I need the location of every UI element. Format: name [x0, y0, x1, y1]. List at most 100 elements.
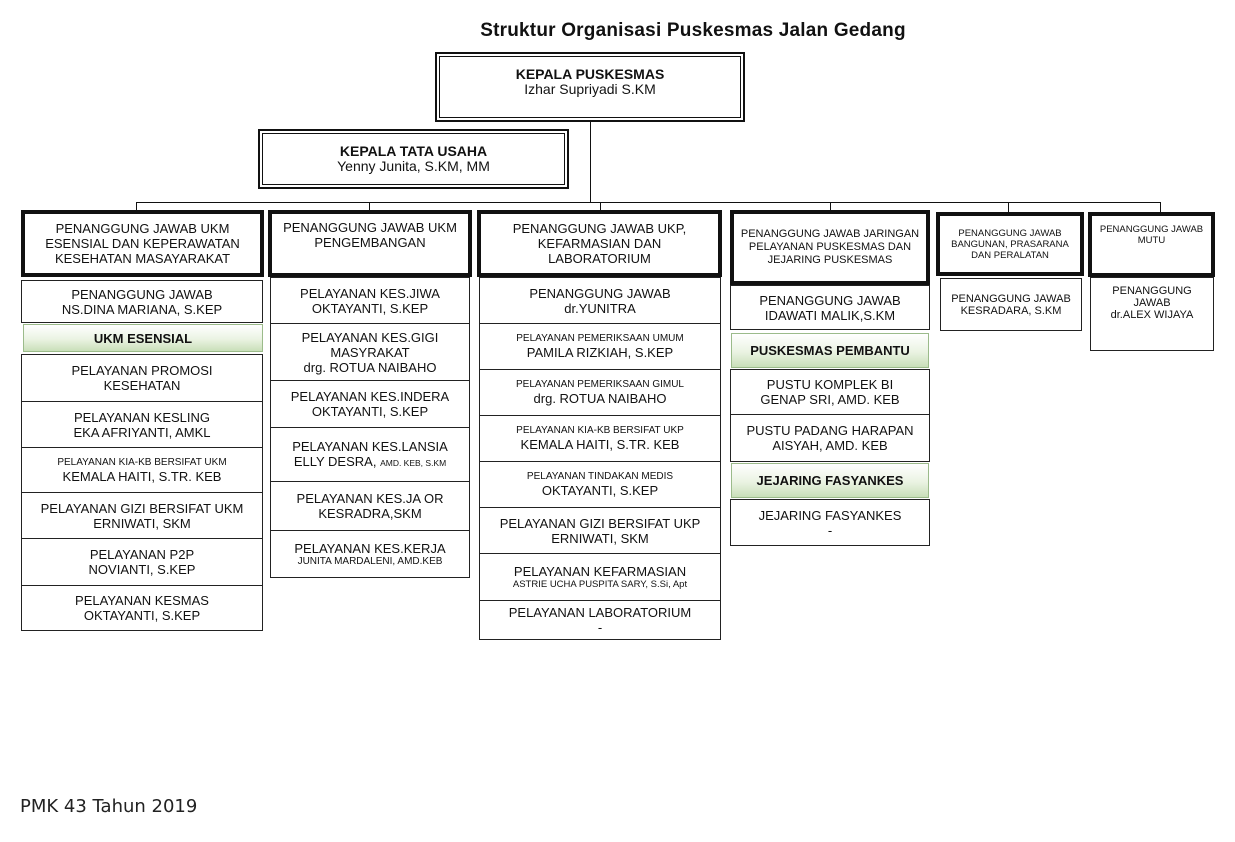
col5-header: PENANGGUNG JAWAB BANGUNAN, PRASARANA DAN…: [936, 212, 1084, 276]
col1-item-name: KESEHATAN: [103, 378, 181, 393]
col3-pj: PENANGGUNG JAWAB dr.YUNITRA: [479, 277, 721, 324]
col4-header: PENANGGUNG JAWAB JARINGAN PELAYANAN PUSK…: [730, 210, 930, 285]
col4-pj-name: IDAWATI MALIK,S.KM: [764, 307, 896, 323]
col1-item-title: PELAYANAN PROMOSI: [71, 363, 213, 378]
col1-section-label: UKM ESENSIAL: [93, 330, 193, 346]
connector-col1: [136, 202, 137, 210]
col4-section1-label: PUSKESMAS PEMBANTU: [750, 343, 910, 358]
col3-item-title: PELAYANAN LABORATORIUM: [508, 605, 692, 620]
col3-item-name: PAMILA RIZKIAH, S.KEP: [526, 345, 674, 360]
col3-item-title: PELAYANAN PEMERIKSAAN UMUM: [516, 333, 684, 344]
col1-item-title: PELAYANAN KIA-KB BERSIFAT UKM: [57, 456, 227, 468]
col2-item-name: KESRADRA,SKM: [318, 506, 422, 521]
col4-pustu-title: PUSTU KOMPLEK BI: [766, 377, 894, 392]
col3-pj-name: dr.YUNITRA: [564, 300, 636, 316]
col3-item-name: OKTAYANTI, S.KEP: [541, 483, 659, 498]
col3-item: PELAYANAN TINDAKAN MEDIS OKTAYANTI, S.KE…: [479, 461, 721, 508]
col2-item-title: PELAYANAN KES.KERJA: [294, 540, 446, 556]
connector-col4: [830, 202, 831, 210]
col2-header: PENANGGUNG JAWAB UKM PENGEMBANGAN: [268, 210, 472, 277]
admin-box: KEPALA TATA USAHA Yenny Junita, S.KM, MM: [258, 129, 569, 189]
col2-item: PELAYANAN KES.LANSIA ELLY DESRA, AMD. KE…: [270, 427, 470, 482]
col2-item: PELAYANAN KES.JIWA OKTAYANTI, S.KEP: [270, 277, 470, 324]
col2-item-name: OKTAYANTI, S.KEP: [311, 300, 429, 316]
col3-item: PELAYANAN PEMERIKSAAN UMUM PAMILA RIZKIA…: [479, 323, 721, 370]
col5-pj-title: PENANGGUNG JAWAB: [951, 292, 1071, 305]
head-name: Izhar Supriyadi S.KM: [524, 81, 656, 97]
col2-item: PELAYANAN KES.INDERA OKTAYANTI, S.KEP: [270, 380, 470, 428]
col2-item-title: PELAYANAN KES.JIWA: [300, 285, 440, 301]
col1-item-title: PELAYANAN KESMAS: [75, 593, 209, 608]
col1-section-ukm-esensial: UKM ESENSIAL: [23, 324, 263, 352]
col1-pj-title: PENANGGUNG JAWAB: [71, 286, 213, 302]
col4-pustu-name: AISYAH, AMD. KEB: [772, 438, 888, 453]
footer-text: PMK 43 Tahun 2019: [20, 796, 198, 817]
col4-jejaring-name: -: [827, 522, 833, 538]
connector-col3: [600, 202, 601, 210]
col1-item: PELAYANAN KESMAS OKTAYANTI, S.KEP: [21, 585, 263, 631]
col2-item-name: drg. ROTUA NAIBAHO: [303, 359, 437, 375]
col6-header: PENANGGUNG JAWAB MUTU: [1088, 212, 1215, 277]
col3-item: PELAYANAN KEFARMASIAN ASTRIE UCHA PUSPIT…: [479, 553, 721, 601]
col4-pustu: PUSTU PADANG HARAPAN AISYAH, AMD. KEB: [730, 414, 930, 462]
col3-item-title: PELAYANAN TINDAKAN MEDIS: [526, 471, 674, 482]
col1-item-name: OKTAYANTI, S.KEP: [83, 608, 201, 623]
col2-item-name: OKTAYANTI, S.KEP: [311, 404, 429, 419]
col1-item-name: EKA AFRIYANTI, AMKL: [73, 424, 211, 440]
col3-item-title: PELAYANAN KEFARMASIAN: [513, 564, 687, 579]
col6-pj-title: PENANGGUNG JAWAB: [1112, 285, 1192, 309]
col1-pj: PENANGGUNG JAWAB NS.DINA MARIANA, S.KEP: [21, 280, 263, 323]
col4-section-puskesmas-pembantu: PUSKESMAS PEMBANTU: [731, 333, 929, 368]
col4-section-jejaring: JEJARING FASYANKES: [731, 463, 929, 498]
col6-pj-name: dr.ALEX WIJAYA: [1110, 309, 1194, 321]
connector-horizontal: [136, 202, 1160, 203]
col1-item: PELAYANAN GIZI BERSIFAT UKM ERNIWATI, SK…: [21, 492, 263, 539]
col3-item-name: KEMALA HAITI, S.TR. KEB: [520, 437, 680, 452]
col1-header-text: PENANGGUNG JAWAB UKM ESENSIAL DAN KEPERA…: [45, 221, 240, 266]
col1-item: PELAYANAN P2P NOVIANTI, S.KEP: [21, 538, 263, 586]
connector-head-vertical: [590, 120, 591, 203]
col1-item-name: NOVIANTI, S.KEP: [88, 562, 196, 577]
col2-item-name: JUNITA MARDALENI, AMD.KEB: [297, 555, 443, 567]
col4-header-text: PENANGGUNG JAWAB JARINGAN PELAYANAN PUSK…: [740, 228, 920, 266]
col4-jejaring: JEJARING FASYANKES -: [730, 499, 930, 546]
col2-item: PELAYANAN KES.JA OR KESRADRA,SKM: [270, 481, 470, 531]
col1-item-title: PELAYANAN P2P: [89, 547, 195, 562]
col3-header: PENANGGUNG JAWAB UKP, KEFARMASIAN DAN LA…: [477, 210, 722, 277]
col1-pj-name: NS.DINA MARIANA, S.KEP: [61, 301, 223, 317]
col6-pj: PENANGGUNG JAWAB dr.ALEX WIJAYA: [1090, 277, 1214, 351]
col3-item: PELAYANAN LABORATORIUM -: [479, 600, 721, 640]
head-title: KEPALA PUSKESMAS: [515, 66, 665, 82]
col4-pustu-title: PUSTU PADANG HARAPAN: [746, 423, 914, 438]
col3-pj-title: PENANGGUNG JAWAB: [529, 285, 671, 301]
col2-item-title: PELAYANAN KES.JA OR: [296, 491, 444, 506]
col5-header-text: PENANGGUNG JAWAB BANGUNAN, PRASARANA DAN…: [951, 227, 1069, 261]
col2-item-title: PELAYANAN KES.GIGI MASYRAKAT: [301, 329, 439, 360]
col1-header: PENANGGUNG JAWAB UKM ESENSIAL DAN KEPERA…: [21, 210, 264, 277]
col4-pustu: PUSTU KOMPLEK BI GENAP SRI, AMD. KEB: [730, 369, 930, 415]
connector-col6: [1160, 202, 1161, 212]
col2-item-title: PELAYANAN KES.LANSIA: [292, 438, 448, 454]
col4-section2-label: JEJARING FASYANKES: [756, 473, 904, 488]
col1-item: PELAYANAN PROMOSI KESEHATAN: [21, 354, 263, 402]
connector-col5: [1008, 202, 1009, 212]
col3-item: PELAYANAN GIZI BERSIFAT UKP ERNIWATI, SK…: [479, 507, 721, 554]
col1-item: PELAYANAN KIA-KB BERSIFAT UKM KEMALA HAI…: [21, 447, 263, 493]
col1-item: PELAYANAN KESLING EKA AFRIYANTI, AMKL: [21, 401, 263, 448]
col2-header-text: PENANGGUNG JAWAB UKM PENGEMBANGAN: [283, 220, 457, 250]
col5-pj-name: KESRADARA, S.KM: [960, 304, 1062, 317]
admin-title: KEPALA TATA USAHA: [339, 143, 488, 159]
col3-item-name: -: [597, 620, 603, 635]
col3-header-text: PENANGGUNG JAWAB UKP, KEFARMASIAN DAN LA…: [512, 221, 687, 266]
col3-item: PELAYANAN KIA-KB BERSIFAT UKP KEMALA HAI…: [479, 415, 721, 462]
col6-header-text: PENANGGUNG JAWAB MUTU: [1099, 224, 1204, 246]
col4-pj-title: PENANGGUNG JAWAB: [759, 292, 901, 308]
col2-item-name-suffix: AMD. KEB, S.KM: [380, 457, 447, 468]
col2-item: PELAYANAN KES.GIGI MASYRAKAT drg. ROTUA …: [270, 323, 470, 381]
col3-item-title: PELAYANAN KIA-KB BERSIFAT UKP: [516, 425, 684, 436]
col1-item-name: ERNIWATI, SKM: [93, 515, 191, 531]
col4-pustu-name: GENAP SRI, AMD. KEB: [760, 392, 900, 407]
col3-item-name: drg. ROTUA NAIBAHO: [533, 391, 667, 406]
col1-item-name: KEMALA HAITI, S.TR. KEB: [62, 468, 222, 484]
col3-item-name: ERNIWATI, SKM: [551, 530, 649, 546]
